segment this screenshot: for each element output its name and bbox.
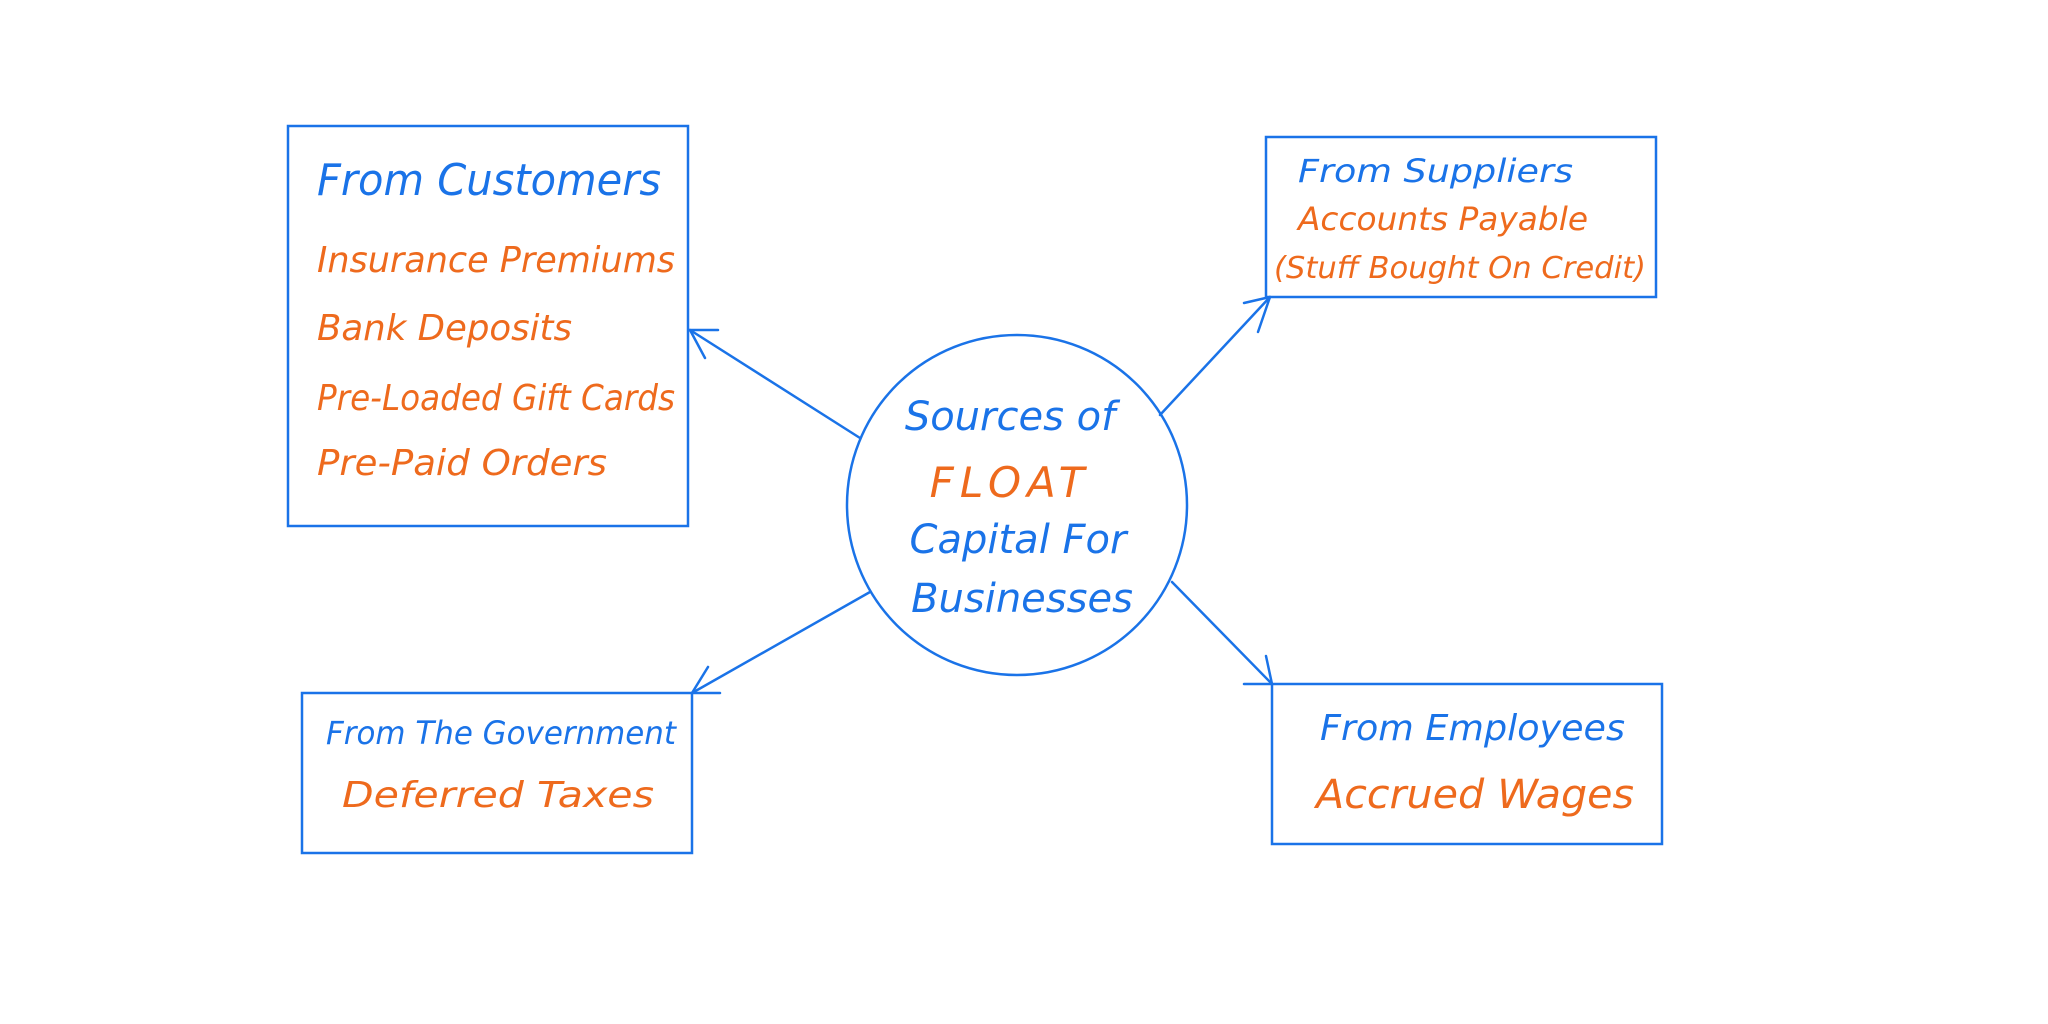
center-node: Sources of FLOAT Capital For Businesses [845, 333, 1189, 677]
arrow-line-customers [688, 328, 862, 440]
employees-item-accrued-wages: Accrued Wages [1313, 772, 1634, 818]
arrowhead-suppliers-icon [1242, 295, 1272, 334]
customers-item-pre-paid-orders: Pre-Paid Orders [317, 443, 607, 484]
customers-box: From Customers Insurance Premiums Bank D… [286, 124, 690, 528]
suppliers-box: From Suppliers Accounts Payable (Stuff B… [1264, 135, 1658, 299]
customers-item-insurance-premiums: Insurance Premiums [317, 240, 675, 281]
connector-to-government [690, 590, 872, 695]
suppliers-item-accounts-payable: Accounts Payable [1296, 200, 1588, 238]
employees-heading: From Employees [1320, 708, 1625, 749]
suppliers-item-credit-note: (Stuff Bought On Credit) [1274, 251, 1646, 286]
suppliers-box-border [1264, 135, 1658, 299]
customers-box-border [286, 124, 690, 528]
center-circle [845, 333, 1189, 677]
arrow-line-employees [1170, 580, 1274, 686]
suppliers-heading: From Suppliers [1298, 152, 1573, 190]
customers-item-gift-cards: Pre-Loaded Gift Cards [317, 378, 675, 419]
government-box-border [300, 691, 694, 855]
center-line-sources-of: Sources of [905, 394, 1121, 440]
employees-box: From Employees Accrued Wages [1270, 682, 1664, 846]
connector-to-employees [1170, 580, 1274, 686]
customers-heading: From Customers [317, 155, 661, 206]
connector-to-suppliers [1158, 295, 1272, 417]
government-item-deferred-taxes: Deferred Taxes [342, 775, 654, 816]
center-line-float: FLOAT [930, 458, 1091, 507]
arrow-line-government [690, 590, 872, 695]
center-line-businesses: Businesses [911, 576, 1133, 622]
arrow-line-suppliers [1158, 295, 1272, 417]
government-heading: From The Government [326, 714, 677, 752]
arrowhead-employees-icon [1242, 654, 1274, 686]
employees-box-border [1270, 682, 1664, 846]
arrowhead-customers-icon [688, 328, 720, 360]
center-line-capital-for: Capital For [910, 517, 1129, 563]
connector-to-customers [688, 328, 862, 440]
government-box: From The Government Deferred Taxes [300, 691, 694, 855]
customers-item-bank-deposits: Bank Deposits [317, 308, 572, 349]
arrowhead-government-icon [690, 665, 722, 695]
